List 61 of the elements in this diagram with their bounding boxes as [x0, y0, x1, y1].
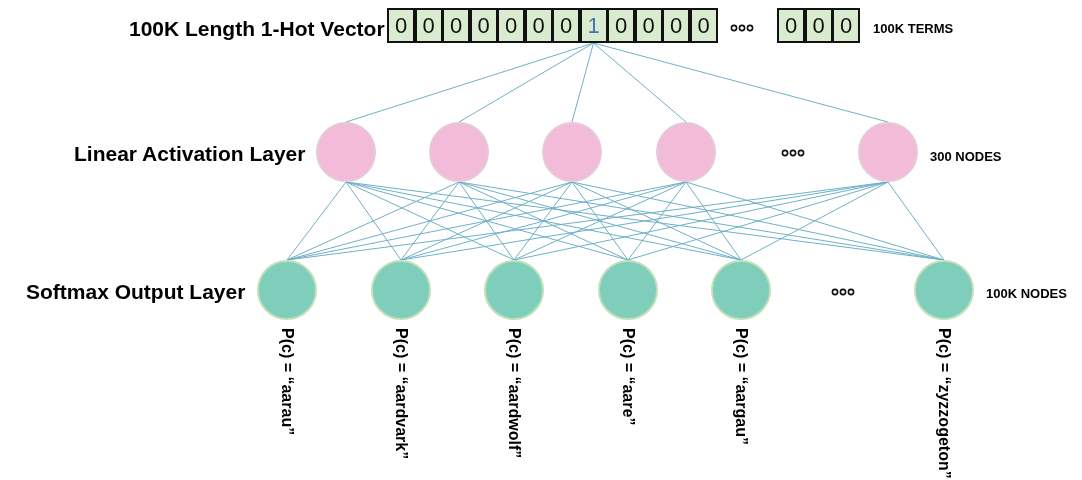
hidden-neuron-circle	[429, 122, 489, 182]
vector-cell: 0	[387, 8, 415, 43]
vector-cell: 0	[552, 8, 580, 43]
vector-cell: 0	[607, 8, 635, 43]
connector-line	[571, 42, 594, 123]
hidden-neuron-circle	[858, 122, 918, 182]
connector-line	[458, 181, 629, 261]
vector-cell: 0	[662, 8, 690, 43]
hidden-neuron-circle	[316, 122, 376, 182]
connector-line	[513, 181, 573, 261]
vector-cell: 0	[777, 8, 805, 43]
vector-cell: 0	[524, 8, 553, 43]
vector-cell: 0	[832, 8, 860, 43]
connector-line	[593, 42, 889, 123]
output-neuron-circle	[257, 260, 317, 320]
connector-line	[571, 181, 629, 261]
vector-cell: 0	[634, 8, 663, 43]
vector-cell: 0	[442, 8, 470, 43]
connector-line	[887, 181, 945, 261]
vector-cell: 0	[414, 8, 443, 43]
probability-label: P(c) = “aardvark”	[393, 328, 409, 460]
connector-line	[400, 181, 573, 261]
connector-line	[627, 181, 889, 261]
output-neuron-circle	[371, 260, 431, 320]
probability-label: P(c) = “zyzzogeton”	[936, 328, 952, 479]
connector-line	[345, 181, 515, 261]
hidden-neuron-circle	[656, 122, 716, 182]
count-label: 100K TERMS	[873, 21, 954, 35]
output-neuron-circle	[484, 260, 544, 320]
connector-line	[627, 181, 687, 261]
output-neuron-circle	[711, 260, 771, 320]
connector-line	[571, 181, 742, 261]
connector-line	[513, 181, 687, 261]
connector-line	[685, 181, 742, 261]
connector-line	[400, 181, 460, 261]
probability-label: P(c) = “aarau”	[279, 328, 295, 436]
output-neuron-circle	[914, 260, 974, 320]
vector-cell: 0	[689, 8, 718, 43]
vector-cell: 1	[579, 8, 608, 43]
count-label: 300 NODES	[930, 149, 1002, 163]
connector-line	[286, 181, 347, 261]
connector-line	[458, 42, 594, 123]
vector-cell: 0	[804, 8, 833, 43]
probability-label: P(c) = “aare”	[620, 328, 636, 426]
count-label: 100K NODES	[986, 286, 1067, 300]
connector-line	[345, 181, 402, 261]
connector-line	[345, 42, 594, 123]
probability-label: P(c) = “aardwolf”	[506, 328, 522, 459]
output-neuron-circle	[598, 260, 658, 320]
vector-cell: 0	[497, 8, 525, 43]
connector-line	[458, 181, 515, 261]
probability-label: P(c) = “aargau”	[733, 328, 749, 445]
connector-line	[685, 181, 945, 261]
connector-line	[740, 181, 889, 261]
connector-line	[593, 42, 687, 123]
layer-title: Linear Activation Layer	[74, 142, 306, 164]
layer-title: Softmax Output Layer	[26, 280, 246, 302]
layer-title: 100K Length 1-Hot Vector	[129, 17, 385, 39]
connector-line	[286, 181, 460, 261]
vector-cell: 0	[469, 8, 498, 43]
hidden-neuron-circle	[542, 122, 602, 182]
